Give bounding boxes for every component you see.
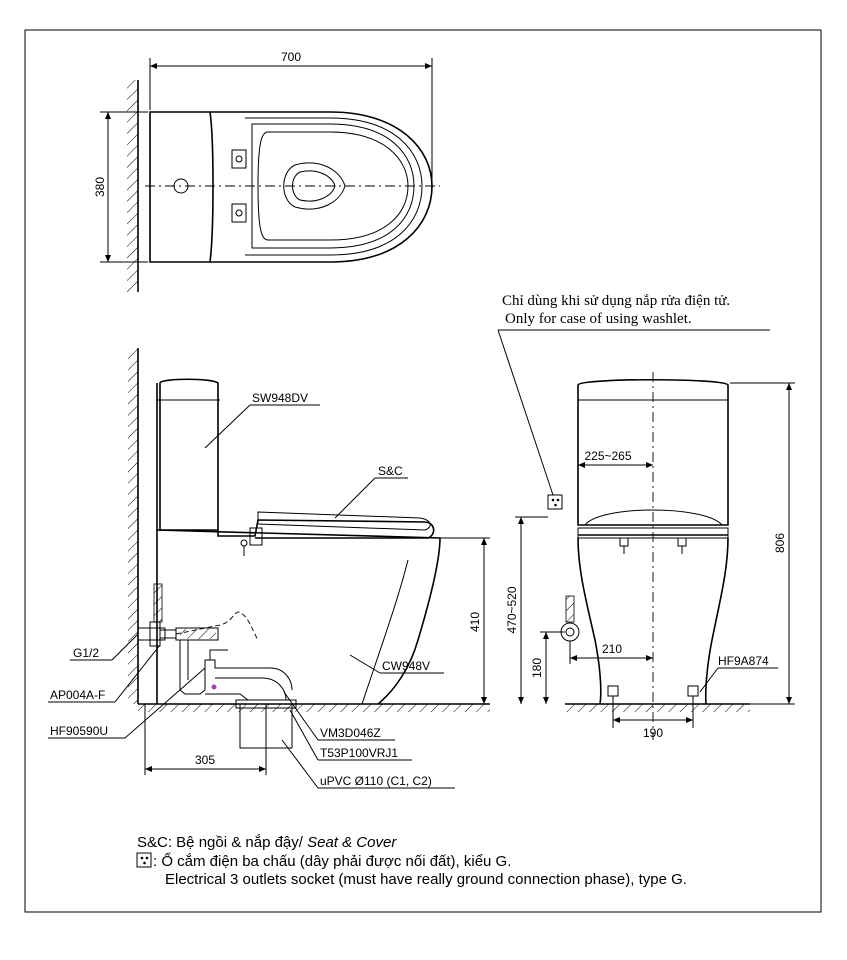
legend-line-1-italic: Seat & Cover: [307, 834, 397, 851]
top-view: 700 380: [93, 50, 440, 292]
label-flange: VM3D046Z: [320, 726, 381, 740]
side-view: 410 305 SW948DV S&C: [48, 348, 490, 789]
note-vi: Chỉ dùng khi sử dụng nắp rửa điện tử.: [502, 293, 730, 309]
front-floor-hatch: [565, 704, 750, 712]
side-wall-hatch: [128, 348, 138, 704]
label-pipe: uPVC Ø110 (C1, C2): [320, 774, 432, 788]
side-floor-hatch: [138, 704, 490, 712]
note-en: Only for case of using washlet.: [505, 311, 692, 327]
dim-seat-height: 410: [468, 612, 482, 632]
dim-supply-height: 180: [530, 658, 544, 678]
label-valve: AP004A-F: [50, 688, 105, 702]
legend-line-1: S&C: Bệ ngồi & nắp đậy/ Seat & Cover: [137, 834, 397, 851]
label-adapter: T53P100VRJ1: [320, 746, 398, 760]
wall-hatch: [127, 80, 138, 292]
dim-depth-380: 380: [93, 177, 107, 197]
socket-icon: [136, 852, 152, 868]
label-bowl: CW948V: [382, 659, 430, 673]
legend-line-3: Electrical 3 outlets socket (must have r…: [165, 871, 687, 888]
dim-supply-offset: 210: [602, 642, 622, 656]
label-front-hose: HF9A874: [718, 654, 769, 668]
dim-socket-offset: 225~265: [584, 449, 631, 463]
label-hose: HF90590U: [50, 724, 108, 738]
front-view: Chỉ dùng khi sử dụng nắp rửa điện tử. On…: [497, 293, 795, 740]
dim-width-700: 700: [281, 50, 301, 64]
label-supply: G1/2: [73, 646, 99, 660]
dim-total-height: 806: [773, 533, 787, 553]
label-seat: S&C: [378, 464, 403, 478]
dim-rough-in: 305: [195, 753, 215, 767]
label-tank: SW948DV: [252, 391, 308, 405]
legend-line-1-prefix: S&C: Bệ ngồi & nắp đậy/: [137, 834, 307, 851]
drawing-border: [24, 29, 822, 913]
legend: S&C: Bệ ngồi & nắp đậy/ Seat & Cover : Ổ…: [136, 834, 687, 888]
dim-socket-height: 470~520: [505, 586, 519, 633]
front-threaded-stem: [565, 595, 575, 623]
dim-bolt-spacing: 190: [643, 726, 663, 740]
legend-line-2: : Ổ cắm điện ba chấu (dây phải được nối …: [153, 852, 511, 870]
hose-coil: [180, 629, 216, 639]
threaded-stem: [153, 583, 163, 623]
